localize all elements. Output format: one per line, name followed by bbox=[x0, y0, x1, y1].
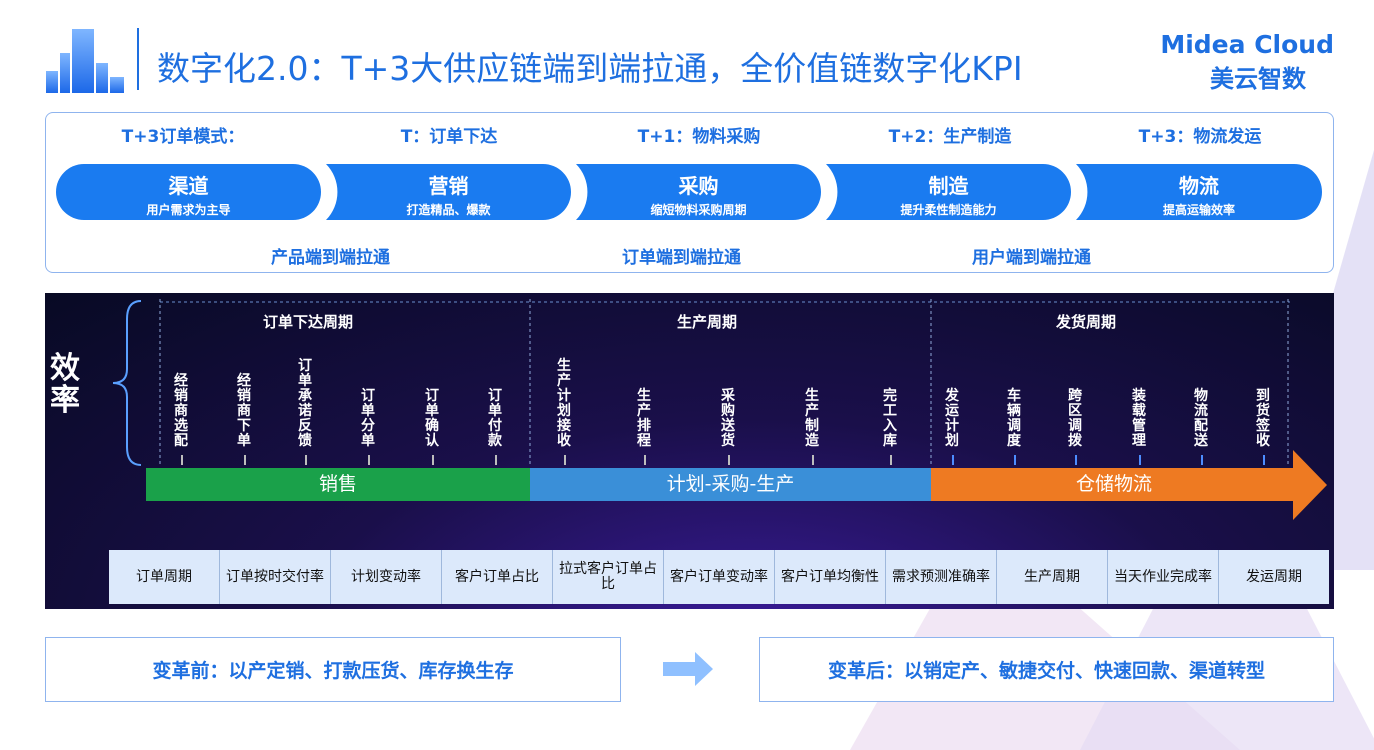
stage-chevron: 渠道 用户需求为主导 bbox=[56, 164, 321, 220]
process-step: 经销商下单 bbox=[237, 373, 251, 449]
flow-label: 订单端到端拉通 bbox=[622, 248, 741, 268]
stage-chevron: 物流 提高运输效率 bbox=[1076, 164, 1322, 220]
kpi-cell: 发运周期 bbox=[1219, 550, 1329, 604]
step-tick bbox=[244, 455, 246, 465]
after-box: 变革后：以销定产、敏捷交付、快速回款、渠道转型 bbox=[759, 637, 1334, 702]
efficiency-panel: 效率 订单下达周期 生产周期 发货周期 经销商选配 经销商下单 订单承诺反馈 订单分单… bbox=[45, 293, 1334, 609]
phase-label: 订单下达周期 bbox=[263, 313, 354, 331]
process-step: 发运计划 bbox=[945, 388, 959, 449]
band-sales: 销售 bbox=[146, 468, 530, 501]
step-tick bbox=[432, 455, 434, 465]
stage-desc: 打造精品、爆款 bbox=[406, 203, 491, 217]
process-step: 采购送货 bbox=[721, 388, 735, 449]
step-tick bbox=[1201, 455, 1203, 465]
kpi-row: 订单周期订单按时交付率计划变动率客户订单占比拉式客户订单占比客户订单变动率客户订… bbox=[109, 550, 1329, 604]
process-step: 跨区调拨 bbox=[1068, 388, 1082, 449]
step-tick bbox=[1139, 455, 1141, 465]
stage-title: T+3：物流发运 bbox=[1138, 127, 1262, 147]
stage-desc: 缩短物料采购周期 bbox=[650, 203, 747, 217]
step-tick bbox=[644, 455, 646, 465]
stage-desc: 提高运输效率 bbox=[1162, 203, 1235, 217]
process-step: 订单分单 bbox=[361, 388, 375, 449]
step-tick bbox=[1263, 455, 1265, 465]
band-logistics: 仓储物流 bbox=[931, 468, 1297, 501]
step-tick bbox=[305, 455, 307, 465]
header: 数字化2.0：T+3大供应链端到端拉通，全价值链数字化KPI Midea Clo… bbox=[0, 0, 1374, 105]
stage-name: 渠道 bbox=[168, 174, 209, 198]
flow-label: 产品端到端拉通 bbox=[271, 248, 390, 268]
stage-chevron: 采购 缩短物料采购周期 bbox=[576, 164, 821, 220]
process-step: 生产排程 bbox=[637, 388, 651, 449]
kpi-cell: 计划变动率 bbox=[331, 550, 442, 604]
efficiency-label: 效率 bbox=[50, 351, 80, 418]
process-step: 车辆调度 bbox=[1007, 388, 1021, 449]
flow-label: 用户端到端拉通 bbox=[972, 248, 1091, 268]
stage-title: T+3订单模式： bbox=[121, 127, 245, 147]
page-title: 数字化2.0：T+3大供应链端到端拉通，全价值链数字化KPI bbox=[157, 49, 1023, 88]
brace-icon bbox=[112, 300, 142, 466]
step-tick bbox=[181, 455, 183, 465]
step-tick bbox=[368, 455, 370, 465]
step-tick bbox=[1075, 455, 1077, 465]
step-tick bbox=[812, 455, 814, 465]
process-step: 完工入库 bbox=[883, 388, 897, 449]
stage-title: T+1：物料采购 bbox=[637, 127, 761, 147]
stage-chevron: 营销 打造精品、爆款 bbox=[326, 164, 571, 220]
process-step: 到货签收 bbox=[1256, 388, 1270, 449]
stage-desc: 用户需求为主导 bbox=[146, 203, 231, 217]
stage-name: 制造 bbox=[928, 174, 969, 198]
kpi-cell: 当天作业完成率 bbox=[1108, 550, 1219, 604]
process-step: 订单付款 bbox=[488, 388, 502, 449]
kpi-cell: 客户订单均衡性 bbox=[775, 550, 886, 604]
process-step: 经销商选配 bbox=[174, 373, 188, 449]
process-step: 订单确认 bbox=[425, 388, 439, 449]
phase-label: 生产周期 bbox=[677, 313, 738, 331]
process-step: 生产制造 bbox=[805, 388, 819, 449]
kpi-cell: 客户订单变动率 bbox=[664, 550, 775, 604]
process-step: 生产计划接收 bbox=[557, 358, 571, 449]
stage-title: T：订单下达 bbox=[400, 127, 498, 147]
phase-label: 发货周期 bbox=[1056, 313, 1117, 331]
building-logo-icon bbox=[46, 28, 126, 93]
process-step: 物流配送 bbox=[1194, 388, 1208, 449]
kpi-cell: 生产周期 bbox=[997, 550, 1108, 604]
step-tick bbox=[564, 455, 566, 465]
step-tick bbox=[1014, 455, 1016, 465]
kpi-cell: 拉式客户订单占比 bbox=[553, 550, 664, 604]
stage-name: 采购 bbox=[678, 174, 719, 198]
kpi-cell: 需求预测准确率 bbox=[886, 550, 997, 604]
stage-title: T+2：生产制造 bbox=[888, 127, 1012, 147]
step-tick bbox=[890, 455, 892, 465]
step-tick bbox=[495, 455, 497, 465]
brand-name-cn: 美云智数 bbox=[1210, 65, 1306, 93]
arrow-head-icon bbox=[1293, 450, 1327, 520]
stage-chevron: 制造 提升柔性制造能力 bbox=[826, 164, 1071, 220]
process-step: 装载管理 bbox=[1132, 388, 1146, 449]
brand-logo: Midea Cloud 美云智数 bbox=[1160, 30, 1334, 94]
kpi-cell: 订单周期 bbox=[109, 550, 220, 604]
brand-name-en: Midea Cloud bbox=[1160, 30, 1334, 59]
phase-guides bbox=[159, 299, 1290, 464]
process-step: 订单承诺反馈 bbox=[298, 358, 312, 449]
stage-desc: 提升柔性制造能力 bbox=[900, 203, 997, 217]
step-tick bbox=[952, 455, 954, 465]
step-tick bbox=[728, 455, 730, 465]
before-box: 变革前：以产定销、打款压货、库存换生存 bbox=[45, 637, 621, 702]
stage-name: 营销 bbox=[428, 174, 469, 198]
stage-name: 物流 bbox=[1179, 174, 1219, 198]
transition-arrow-icon bbox=[663, 652, 713, 686]
title-divider bbox=[137, 28, 139, 90]
band-plan-production: 计划-采购-生产 bbox=[530, 468, 931, 501]
kpi-cell: 客户订单占比 bbox=[442, 550, 553, 604]
kpi-cell: 订单按时交付率 bbox=[220, 550, 331, 604]
